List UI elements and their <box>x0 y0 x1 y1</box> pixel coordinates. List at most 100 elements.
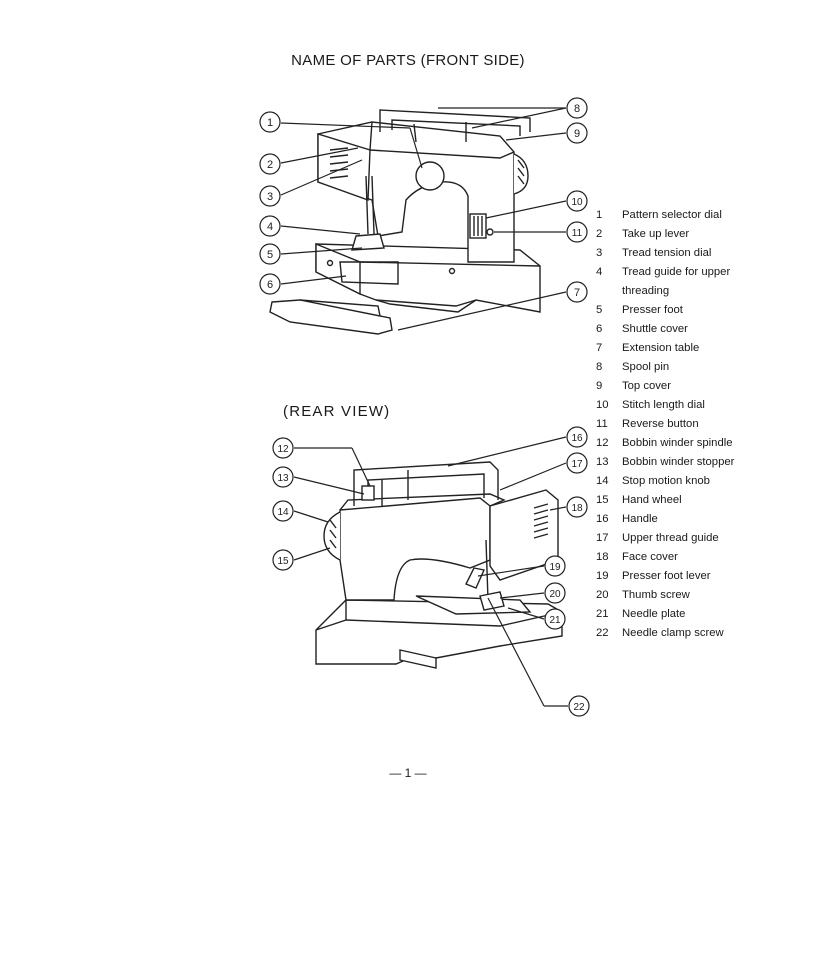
callout-5: 5 <box>259 243 363 265</box>
parts-list-item: 18 Face cover <box>596 548 734 567</box>
callout-label: 21 <box>549 615 561 626</box>
part-number: 16 <box>596 513 609 525</box>
part-number: 18 <box>596 551 609 563</box>
parts-list-item: 10 Stitch length dial <box>596 396 734 415</box>
part-label: Needle plate <box>622 608 686 620</box>
part-label: Stop motion knob <box>622 475 710 487</box>
part-number: 4 <box>596 266 603 278</box>
callout-17: 17 <box>499 452 588 491</box>
callout-9: 9 <box>505 122 588 144</box>
part-number: 20 <box>596 589 609 601</box>
callout-18: 18 <box>549 496 588 518</box>
callout-16: 16 <box>447 426 588 467</box>
callout-label: 14 <box>277 507 289 518</box>
part-label: Top cover <box>622 380 671 392</box>
part-label: Spool pin <box>622 361 670 373</box>
callout-label: 5 <box>267 249 273 261</box>
callout-label: 11 <box>572 228 583 239</box>
callout-11: 11 <box>494 221 588 243</box>
callout-label: 9 <box>574 128 580 140</box>
part-label: Tread guide for upper <box>622 266 731 278</box>
part-label: Face cover <box>622 551 678 563</box>
page-title: NAME OF PARTS (FRONT SIDE) <box>291 52 525 69</box>
callout-1: 1 <box>259 111 423 169</box>
callout-label: 3 <box>267 191 273 203</box>
part-label: Handle <box>622 513 658 525</box>
callout-6: 6 <box>259 273 347 295</box>
rear-view-heading: (REAR VIEW) <box>283 403 391 420</box>
part-label: Extension table <box>622 342 700 354</box>
part-label: Thumb screw <box>622 589 690 601</box>
parts-list-item: 9 Top cover <box>596 377 734 396</box>
callout-8: 8 <box>438 97 588 129</box>
callout-10: 10 <box>485 190 588 219</box>
part-number: 9 <box>596 380 603 392</box>
parts-list-item: 21 Needle plate <box>596 605 734 624</box>
part-number: 1 <box>596 209 603 221</box>
part-number: 21 <box>596 608 609 620</box>
callout-label: 7 <box>574 287 580 299</box>
part-label: Reverse button <box>622 418 699 430</box>
callout-label: 15 <box>277 556 289 567</box>
callout-label: 10 <box>571 197 583 208</box>
part-number: 11 <box>596 418 608 430</box>
callout-7: 7 <box>397 281 588 331</box>
part-number: 13 <box>596 456 609 468</box>
page-number: — 1 — <box>389 766 427 780</box>
parts-list-item: 6 Shuttle cover <box>596 320 734 339</box>
part-label: Shuttle cover <box>622 323 688 335</box>
part-label: Stitch length dial <box>622 399 705 411</box>
part-label: Needle clamp screw <box>622 627 724 639</box>
part-number: 8 <box>596 361 603 373</box>
part-label: Hand wheel <box>622 494 682 506</box>
callout-3: 3 <box>259 159 363 207</box>
callout-label: 12 <box>277 444 289 455</box>
part-number: 6 <box>596 323 603 335</box>
parts-list-item: 5 Presser foot <box>596 301 734 320</box>
callout-20: 20 <box>499 582 566 604</box>
parts-list-item: 4 Tread guide for upper <box>596 263 734 282</box>
part-label: Tread tension dial <box>622 247 712 259</box>
callout-15: 15 <box>272 547 331 571</box>
callout-label: 19 <box>549 562 561 573</box>
part-label: Pattern selector dial <box>622 209 722 221</box>
callout-label: 1 <box>267 117 273 129</box>
part-number: 14 <box>596 475 609 487</box>
callout-label: 22 <box>573 702 585 713</box>
parts-list-item: 1 Pattern selector dial <box>596 206 734 225</box>
parts-list-item: 8 Spool pin <box>596 358 734 377</box>
parts-list-item: 14 Stop motion knob <box>596 472 734 491</box>
parts-list-item: 11 Reverse button <box>596 415 734 434</box>
callout-2: 2 <box>259 147 359 175</box>
part-label: Take up lever <box>622 228 690 240</box>
part-number: 5 <box>596 304 603 316</box>
part-number: 17 <box>596 532 609 544</box>
parts-list-item-continuation: threading <box>622 285 670 297</box>
part-label: Presser foot <box>622 304 683 316</box>
callout-label: 2 <box>267 159 273 171</box>
part-label: Bobbin winder stopper <box>622 456 735 468</box>
callout-label: 13 <box>277 473 289 484</box>
parts-list-item: 16 Handle <box>596 510 734 529</box>
callout-label: 8 <box>574 103 580 115</box>
callout-4: 4 <box>259 215 361 237</box>
callout-label: 16 <box>571 433 583 444</box>
callout-21: 21 <box>507 607 566 630</box>
callout-label: 4 <box>267 221 273 233</box>
callout-label: 17 <box>571 459 583 470</box>
callout-label: 18 <box>571 503 583 514</box>
part-label: Bobbin winder spindle <box>622 437 733 449</box>
parts-list-item: 20 Thumb screw <box>596 586 734 605</box>
callout-label: 6 <box>267 279 273 291</box>
part-number: 10 <box>596 399 609 411</box>
callout-19: 19 <box>477 555 566 577</box>
